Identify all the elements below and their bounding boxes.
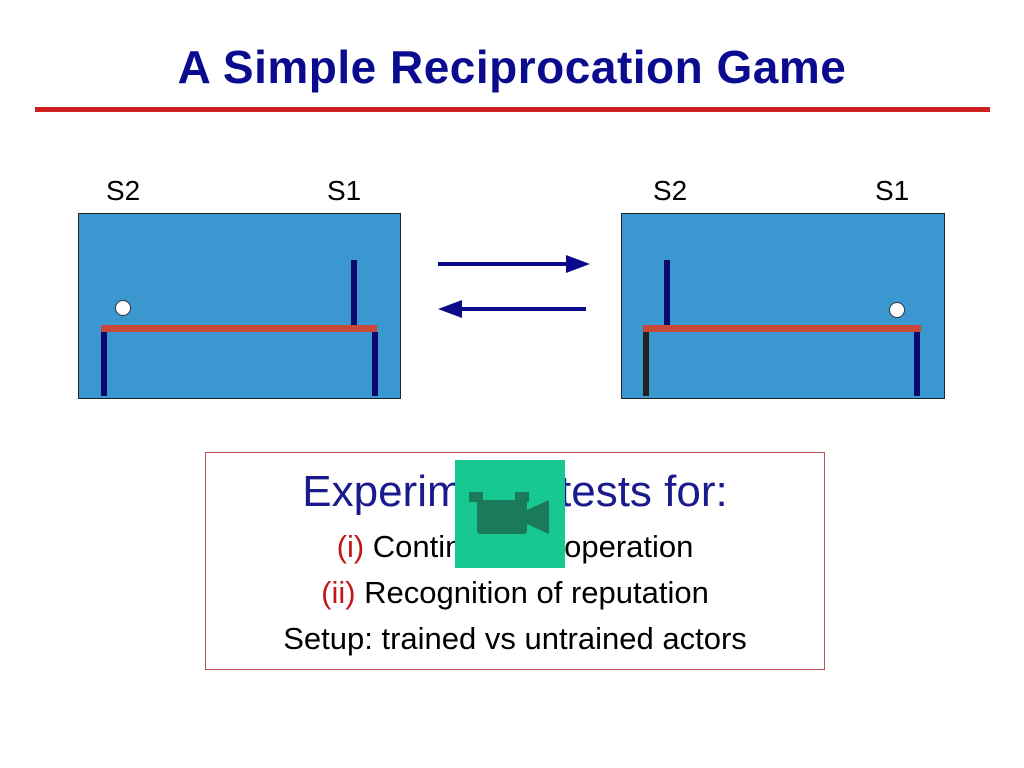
table-top [643, 325, 921, 332]
setup-line: Setup: trained vs untrained actors [283, 621, 747, 656]
left-game-panel [78, 213, 401, 399]
video-camera-icon [469, 492, 549, 534]
s1-paddle [351, 260, 357, 328]
left-panel-s1-label: S1 [327, 175, 362, 206]
table-leg-right [914, 332, 920, 396]
exchange-arrows [438, 255, 590, 318]
ball [889, 302, 905, 318]
list-item: (ii) Recognition of reputation [206, 575, 824, 611]
s2-paddle [664, 260, 670, 328]
arrow-left-icon [438, 300, 586, 318]
left-panel-s2-label: S2 [106, 175, 141, 206]
right-panel-s1-label: S1 [875, 175, 910, 206]
list-marker: (i) [336, 529, 365, 564]
table-top [101, 325, 377, 332]
ball [115, 300, 131, 316]
slide-title: A Simple Reciprocation Game [177, 41, 847, 93]
list-marker: (ii) [321, 575, 356, 610]
table-leg-right [372, 332, 378, 396]
right-game-panel [621, 213, 945, 399]
list-text: Recognition of reputation [364, 575, 709, 610]
table-leg-left [643, 332, 649, 396]
title-divider [35, 107, 990, 112]
table-leg-left [101, 332, 107, 396]
arrow-right-icon [438, 255, 590, 273]
video-button[interactable] [455, 460, 565, 568]
right-panel-s2-label: S2 [653, 175, 688, 206]
